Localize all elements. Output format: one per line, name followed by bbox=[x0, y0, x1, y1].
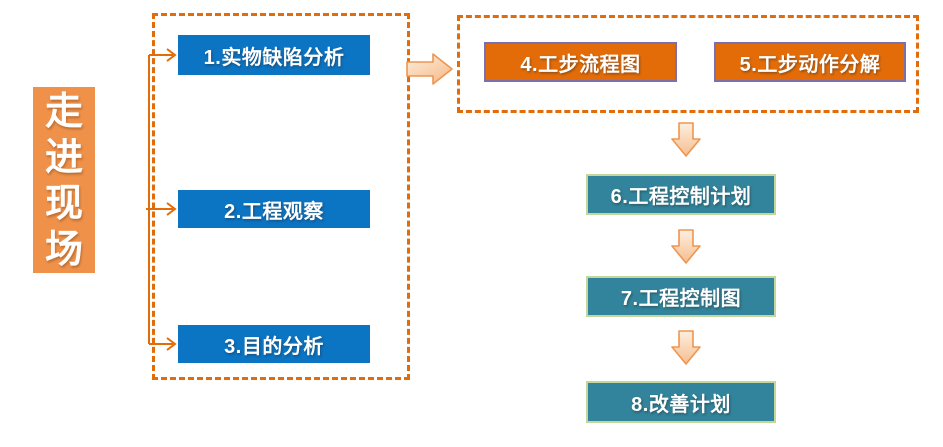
site-banner: 走进现场 bbox=[33, 87, 95, 273]
flow-arrow-down-icon bbox=[671, 229, 701, 264]
flow-arrow-down-icon bbox=[671, 330, 701, 365]
step-box-1: 1.实物缺陷分析 bbox=[178, 35, 370, 75]
observation-group-frame bbox=[152, 13, 410, 380]
step-box-7: 7.工程控制图 bbox=[586, 276, 776, 317]
step-box-6: 6.工程控制计划 bbox=[586, 174, 776, 215]
flow-arrow-down-icon bbox=[671, 122, 701, 157]
branch-connector-arrows-icon bbox=[146, 48, 177, 351]
flow-arrow-right-icon bbox=[406, 53, 453, 85]
work-step-group-frame bbox=[457, 15, 919, 113]
step-box-5: 5.工步动作分解 bbox=[714, 42, 906, 82]
step-box-3: 3.目的分析 bbox=[178, 325, 370, 363]
step-box-4: 4.工步流程图 bbox=[484, 42, 677, 82]
step-box-2: 2.工程观察 bbox=[178, 190, 370, 228]
step-box-8: 8.改善计划 bbox=[586, 381, 776, 423]
